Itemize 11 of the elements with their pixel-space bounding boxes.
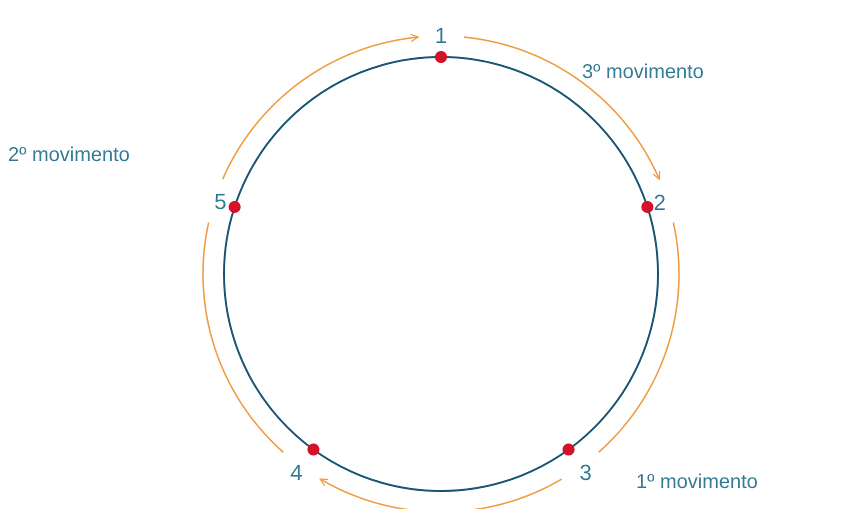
movement-arrow — [320, 478, 562, 509]
point-number: 4 — [288, 462, 304, 484]
movement-arrow — [464, 36, 660, 180]
point-number: 1 — [433, 25, 449, 47]
point-number: 5 — [212, 191, 228, 214]
point-number: 2 — [652, 192, 668, 214]
movement-arrow — [222, 34, 419, 180]
movement-label: 2º movimento — [8, 143, 130, 167]
movement-label: 1º movimento — [636, 470, 758, 494]
point-number: 3 — [578, 462, 594, 484]
movement-label: 3º movimento — [582, 60, 704, 84]
